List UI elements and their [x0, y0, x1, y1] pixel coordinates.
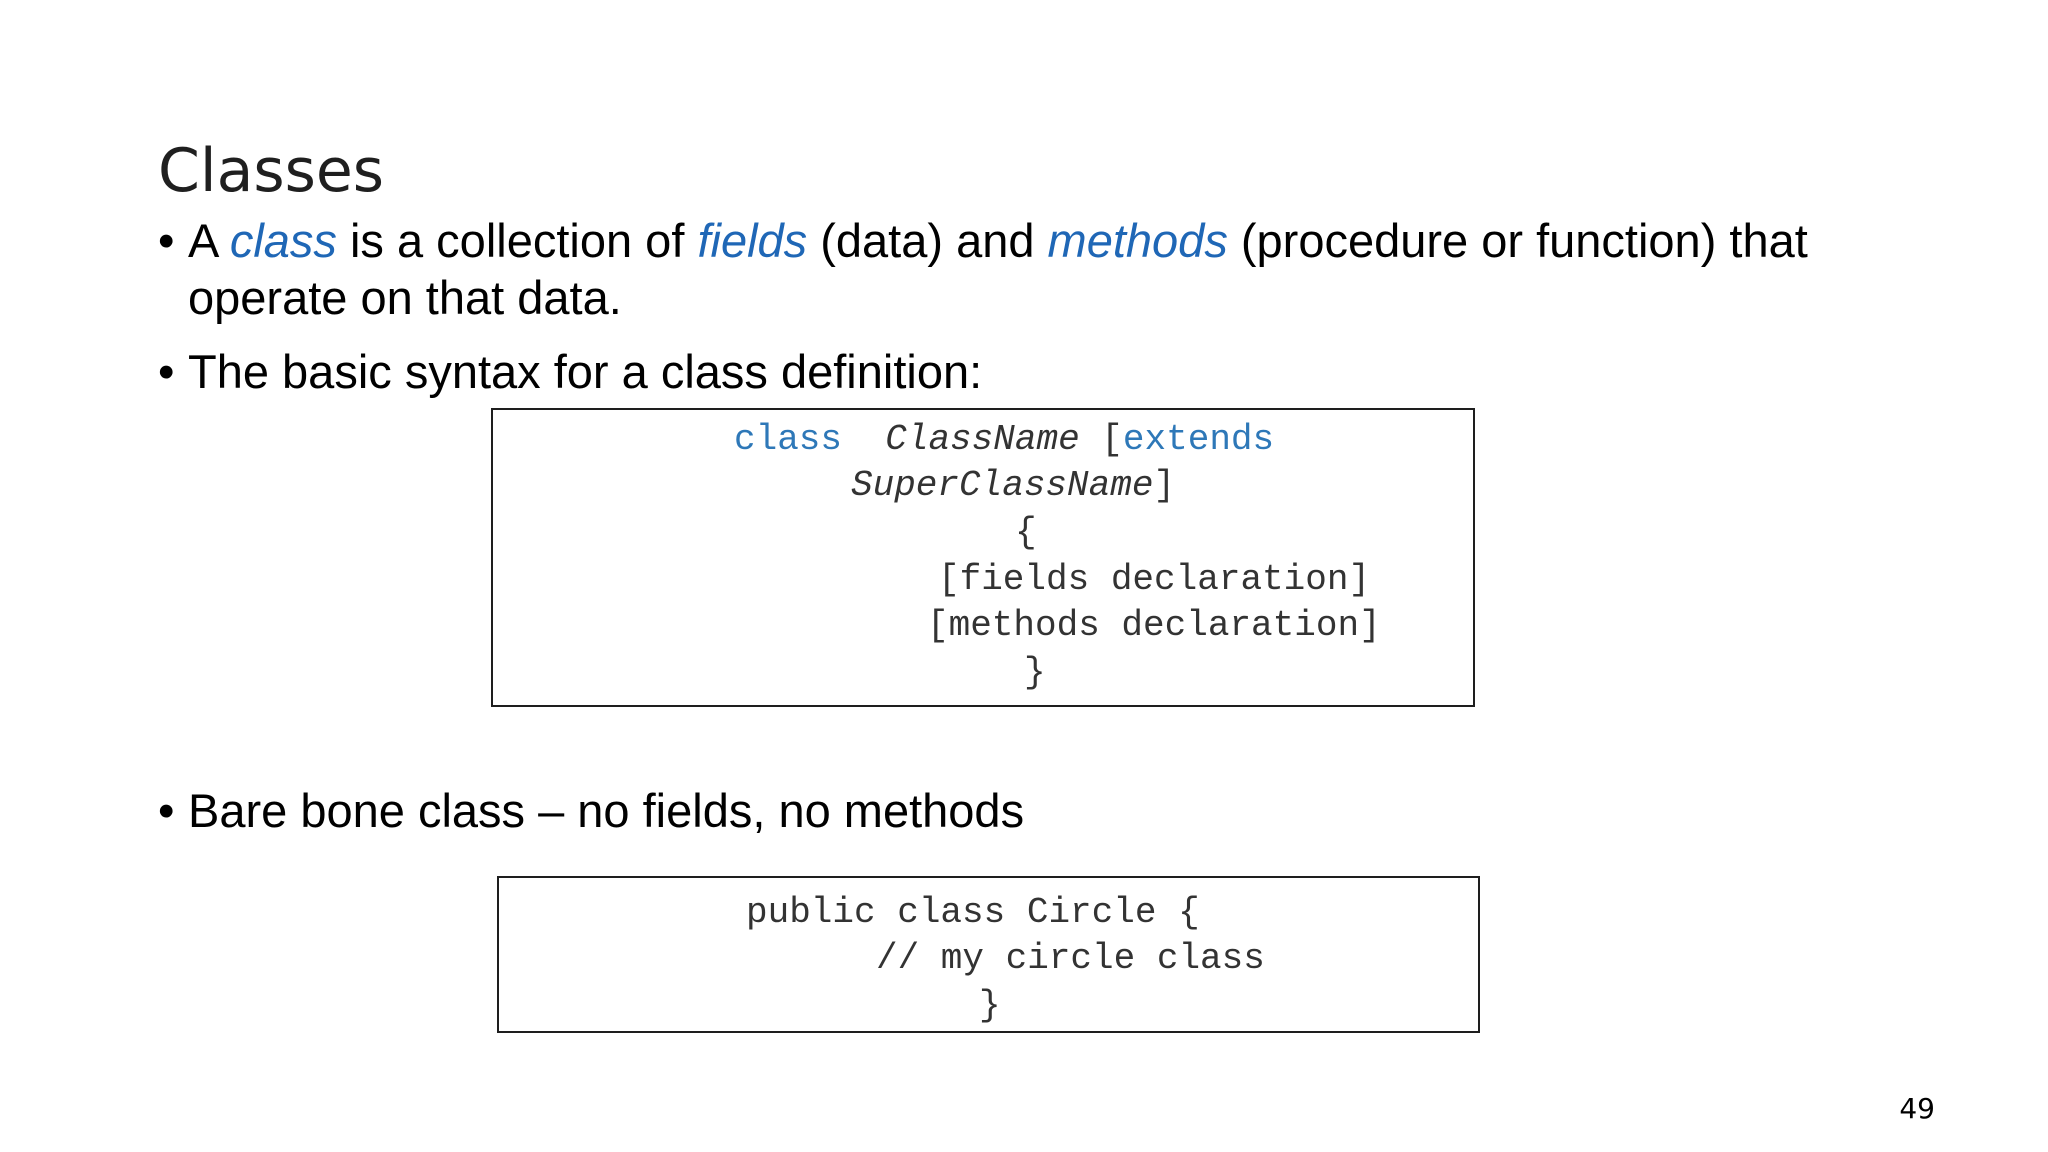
term-fields: fields: [697, 214, 808, 267]
code-bracket: [: [1079, 419, 1123, 460]
code-keyword-class: class: [734, 419, 843, 460]
bullet-text-part: (data) and: [807, 214, 1048, 267]
class-syntax-code-box: class ClassName [extends SuperClassName]…: [491, 408, 1475, 707]
bullet-text-part: A: [188, 214, 230, 267]
code-line: [fields declaration]: [938, 559, 1371, 600]
code-line: // my circle class: [876, 938, 1265, 979]
page-number: 49: [1899, 1092, 1935, 1125]
bullet-text: Bare bone class – no fields, no methods: [188, 784, 1025, 837]
code-class-name: ClassName: [885, 419, 1080, 460]
code-line: SuperClassName]: [851, 463, 1175, 509]
code-superclass-name: SuperClassName: [851, 465, 1154, 506]
bullet-text: The basic syntax for a class definition:: [188, 345, 983, 398]
term-methods: methods: [1047, 214, 1228, 267]
bullet-dot: •: [158, 784, 175, 837]
circle-class-code-box: public class Circle { // my circle class…: [497, 876, 1480, 1033]
bullet-bare-bone-class: • Bare bone class – no fields, no method…: [158, 782, 1898, 839]
bullet-dot: •: [158, 214, 175, 267]
code-space: [842, 419, 885, 460]
bullet-basic-syntax: • The basic syntax for a class definitio…: [158, 343, 1898, 400]
code-line: class ClassName [extends: [734, 417, 1274, 463]
code-bracket: ]: [1153, 465, 1176, 506]
code-line: {: [1015, 512, 1037, 553]
code-line: [methods declaration]: [927, 605, 1381, 646]
code-line: public class Circle {: [746, 892, 1200, 933]
code-line: }: [979, 985, 1001, 1026]
bullet-dot: •: [158, 345, 175, 398]
bullet-class-definition: • A class is a collection of fields (dat…: [158, 212, 1898, 326]
bullet-text-part: (procedure or function) that operate on …: [188, 214, 1808, 324]
slide-title: Classes: [158, 136, 385, 206]
term-class: class: [229, 214, 337, 267]
bullet-text: A class is a collection of fields (data)…: [188, 212, 1898, 326]
code-keyword-extends: extends: [1122, 419, 1275, 460]
code-line: }: [1024, 652, 1046, 693]
bullet-text-part: is a collection of: [336, 214, 698, 267]
